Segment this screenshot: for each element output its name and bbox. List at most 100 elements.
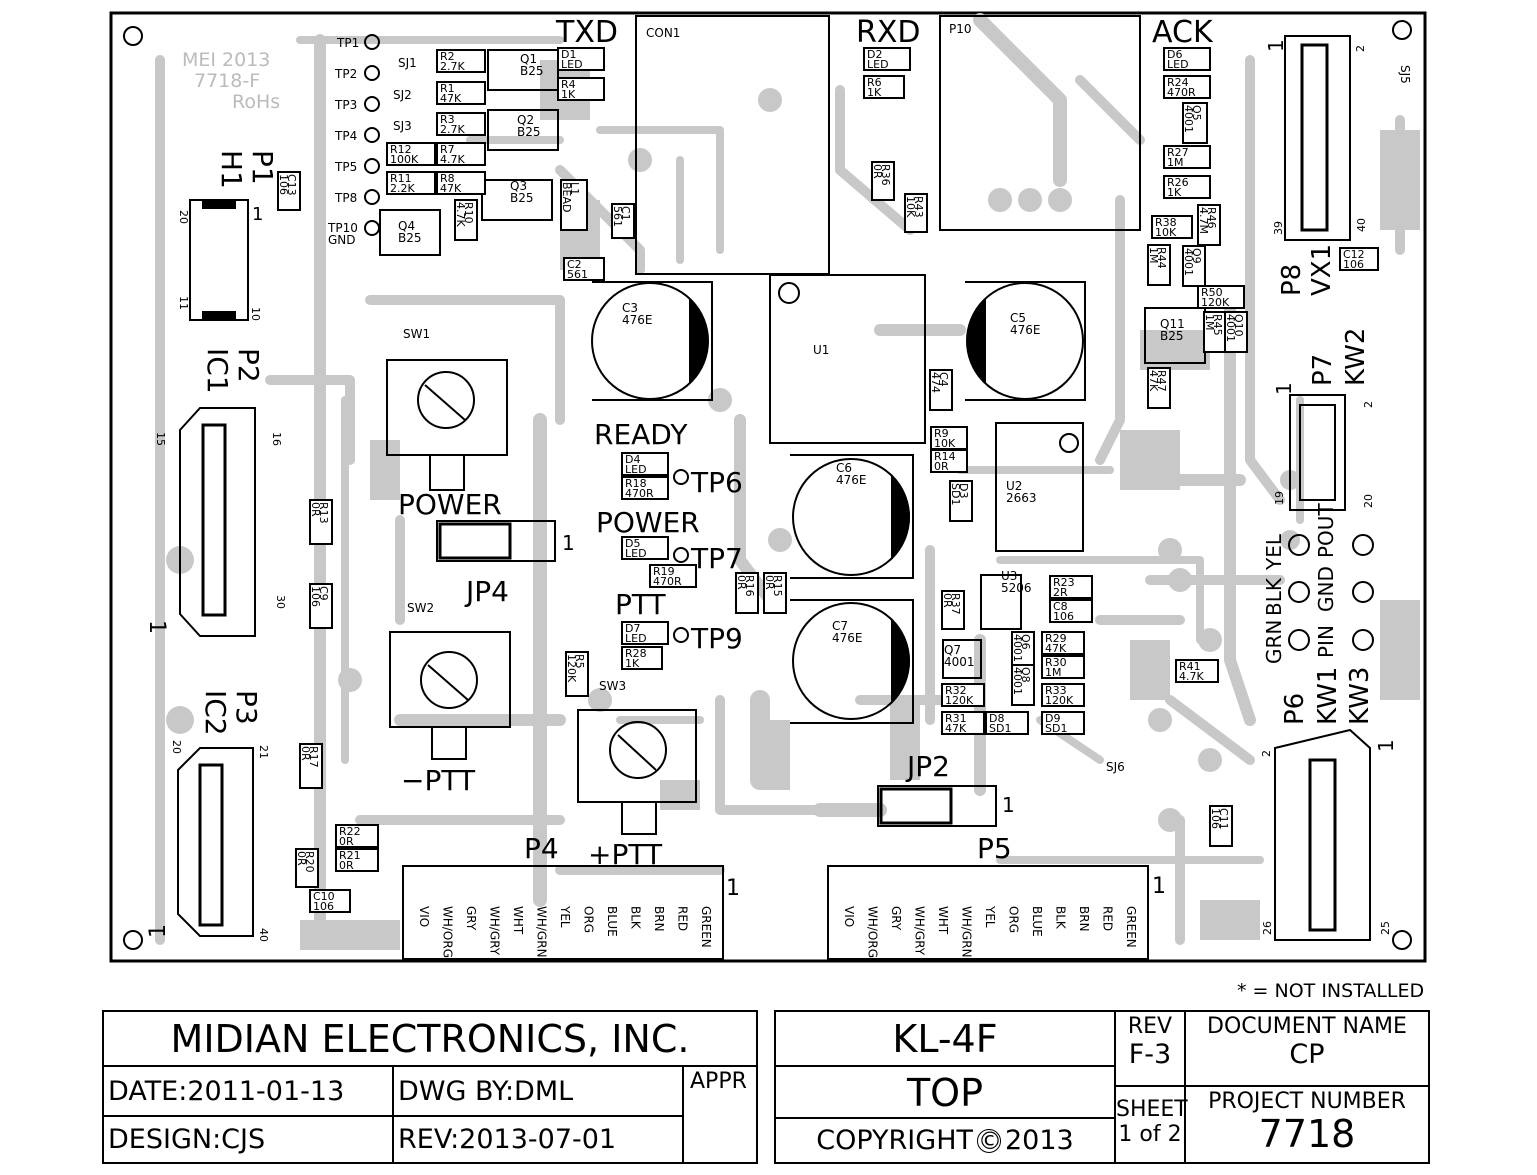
ref-r36: R36 (879, 164, 892, 186)
wire-label-p5: WH/ORG (866, 906, 880, 958)
value-c2: 561 (567, 268, 588, 281)
wire-label-p4: BLUE (605, 906, 619, 937)
label-n25: 25 (1379, 921, 1392, 935)
wire-label-p4: WH/GRN (535, 906, 549, 958)
label-ptt: PTT (615, 588, 666, 621)
value-r15: 0R (763, 575, 776, 590)
watermark-line: RoHs (232, 91, 280, 113)
value-r32: 120K (945, 694, 974, 707)
body-r44 (1147, 244, 1171, 286)
label-sj1: SJ1 (398, 56, 417, 70)
body-c4 (929, 369, 953, 411)
ref-d7: D7 (625, 622, 640, 635)
ref-c7: C7 (832, 619, 848, 633)
body-r12 (386, 142, 436, 166)
label-p4: P4 (524, 832, 559, 865)
value-c13: 106 (277, 174, 290, 195)
body-d7 (621, 621, 669, 645)
value-r18: 470R (625, 487, 654, 500)
label-one_h1: 1 (252, 204, 263, 225)
label-pptt: +PTT (588, 838, 663, 871)
value-r10: 4.7K (454, 202, 467, 227)
ref-r47: R47 (1155, 370, 1168, 392)
label-vx1: VX1 (1307, 244, 1337, 296)
sheet-label: SHEET (1116, 1097, 1188, 1122)
label-one_ic2: 1 (146, 924, 171, 938)
label-txd: TXD (555, 15, 618, 50)
label-p5: P5 (977, 832, 1012, 865)
value-r2: 2.7K (440, 60, 465, 73)
label-tp6: TP6 (690, 466, 743, 499)
value-r43: 10K (904, 196, 917, 218)
value-r20: 0R (295, 851, 308, 866)
value-u2: 2663 (1006, 491, 1037, 505)
label-gnd: GND (1314, 566, 1338, 612)
label-n26: 26 (1261, 921, 1274, 935)
ref-r8: R8 (440, 172, 455, 185)
ref-r14: R14 (934, 450, 956, 463)
not-installed-note: * = NOT INSTALLED (1237, 980, 1425, 1002)
body-c2 (563, 257, 605, 281)
body-c13 (277, 171, 301, 211)
label-n16: 16 (270, 432, 283, 446)
body-r19 (649, 564, 697, 588)
value-d6: LED (1167, 58, 1189, 71)
label-one_p6: 1 (1374, 739, 1398, 752)
component-r7: R74.7K (436, 142, 486, 166)
value-r21: 0R (339, 859, 354, 872)
ref-r31: R31 (945, 712, 967, 725)
value-c12: 106 (1343, 258, 1364, 271)
watermark-line: 7718-F (194, 70, 260, 92)
wire-label-p4: WHT (511, 906, 525, 935)
value-r3: 2.7K (440, 123, 465, 136)
label-one_p4: 1 (726, 876, 740, 901)
wire-label-p4: WH/ORG (441, 906, 455, 958)
drawn-by: DWG BY:DML (394, 1067, 684, 1117)
value-l1: BEAD (560, 182, 573, 213)
label-ready: READY (594, 418, 688, 451)
value-d2: LED (867, 58, 889, 71)
ref-c11: C11 (1217, 808, 1230, 830)
body-r26 (1163, 175, 1211, 199)
value-r41: 4.7K (1179, 670, 1204, 683)
value-r31: 47K (945, 722, 967, 735)
label-jp4: JP4 (464, 575, 509, 608)
ref-r19: R19 (653, 565, 675, 578)
drawing-date: DATE:2011-01-13 (104, 1067, 394, 1117)
value-r33: 120K (1045, 694, 1074, 707)
value-q2: B25 (517, 125, 541, 139)
ref-c6: C6 (836, 461, 852, 475)
label-tp3: TP3 (334, 98, 357, 112)
ref-r4: R4 (561, 78, 576, 91)
wire-label-p5: BLK (1054, 906, 1068, 930)
ref-q10: Q10 (1232, 314, 1245, 337)
value-r8: 47K (440, 182, 462, 195)
rev-label: REV (1127, 1014, 1173, 1039)
label-jp2: JP2 (905, 750, 950, 783)
project-number-cell: PROJECT NUMBER 7718 (1186, 1087, 1428, 1162)
label-one_jp4: 1 (562, 531, 575, 555)
ref-r2: R2 (440, 50, 455, 63)
body-r28 (621, 646, 663, 670)
ref-r45: R45 (1211, 314, 1224, 336)
value-d3: SD1 (949, 483, 962, 505)
body-r8 (436, 171, 486, 195)
